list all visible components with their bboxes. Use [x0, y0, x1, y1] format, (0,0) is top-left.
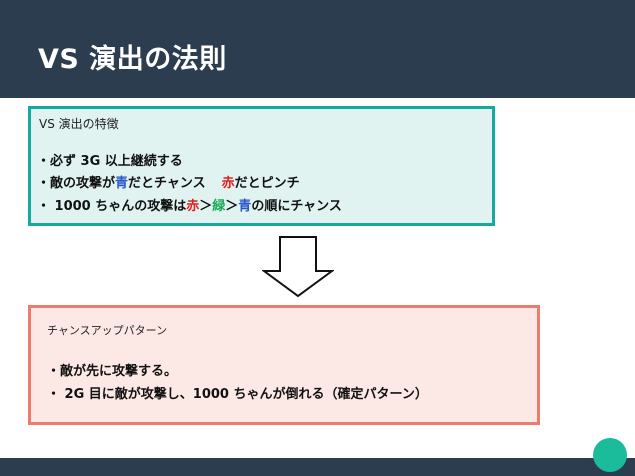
feature-line-2-text-e: だとピンチ — [234, 176, 300, 191]
feature-line-2: ・敵の攻撃が青だとチャンス赤だとピンチ — [37, 172, 300, 191]
feature-line-2-red: 赤 — [221, 176, 235, 191]
feature-line-3-blue: 青 — [238, 199, 252, 214]
feature-line-3-text-g: の順にチャンス — [251, 199, 342, 214]
feature-line-3-gt-1: ＞ — [199, 199, 213, 214]
feature-line-2-blue: 青 — [115, 176, 129, 191]
footer-bar — [0, 458, 635, 476]
feature-line-2-text-c: だとチャンス — [128, 176, 206, 191]
feature-line-3: ・ 1000 ちゃんの攻撃は赤＞緑＞青の順にチャンス — [37, 195, 342, 214]
vs-features-box: VS 演出の特徴 ・必ず 3G 以上継続する ・敵の攻撃が青だとチャンス赤だとピ… — [28, 106, 495, 226]
chance-up-heading: チャンスアップパターン — [47, 324, 168, 337]
chance-up-box: チャンスアップパターン ・敵が先に攻撃する。 ・ 2G 目に敵が攻撃し、1000… — [28, 305, 540, 425]
feature-line-3-green: 緑 — [212, 199, 226, 214]
vs-features-heading: VS 演出の特徴 — [39, 117, 119, 131]
down-arrow-icon — [262, 236, 334, 298]
slide-title: VS 演出の法則 — [38, 44, 227, 75]
accent-circle — [593, 438, 627, 472]
feature-line-3-gt-2: ＞ — [225, 199, 239, 214]
feature-line-2-text-a: ・敵の攻撃が — [37, 176, 116, 191]
chance-line-1: ・敵が先に攻撃する。 — [47, 364, 178, 379]
feature-line-3-red: 赤 — [186, 199, 200, 214]
feature-line-3-text-a: ・ 1000 ちゃんの攻撃は — [37, 199, 187, 214]
header-bar: VS 演出の法則 — [0, 0, 635, 98]
feature-line-1: ・必ず 3G 以上継続する — [37, 154, 183, 169]
chance-line-2: ・ 2G 目に敵が攻撃し、1000 ちゃんが倒れる（確定パターン） — [47, 387, 428, 402]
